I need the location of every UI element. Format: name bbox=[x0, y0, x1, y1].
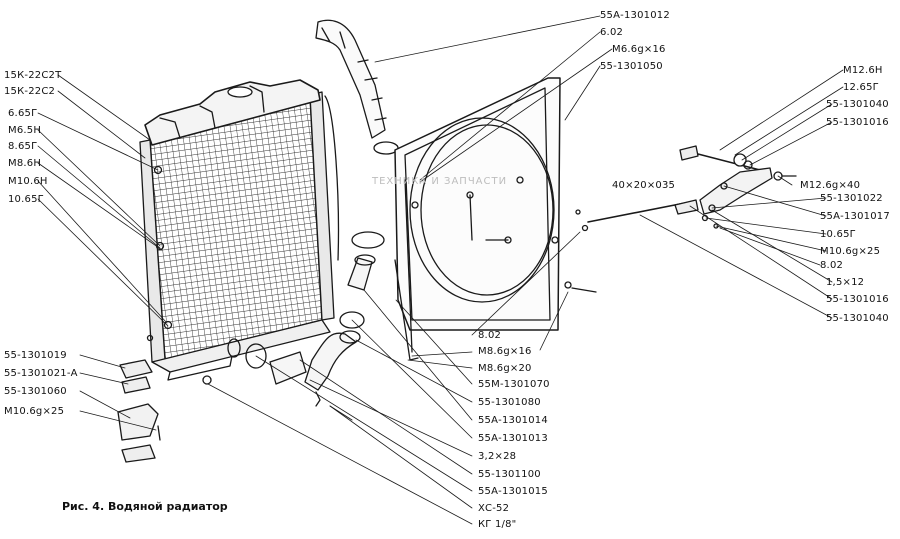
label-55a-1301013: 55А-1301013 bbox=[478, 433, 548, 444]
label-55-1301080: 55-1301080 bbox=[478, 397, 541, 408]
mount-brackets bbox=[117, 359, 161, 463]
label-55-1301019: 55-1301019 bbox=[4, 350, 67, 361]
label-40x20x035: 40×20×035 bbox=[612, 180, 676, 191]
label-m8-6n: М8.6Н bbox=[8, 158, 42, 169]
label-15k-22c2: 15К-22С2 bbox=[4, 86, 56, 97]
label-55a-1301015: 55А-1301015 bbox=[478, 486, 548, 497]
label-m10-25-left: М10.6g×25 bbox=[4, 406, 65, 417]
label-10-65g-left: 10.65Г bbox=[8, 194, 44, 205]
label-m10-6n: М10.6Н bbox=[8, 176, 48, 187]
label-m8-16-mid: М8.6g×16 bbox=[478, 346, 532, 357]
label-55-1301021-a: 55-1301021-А bbox=[4, 368, 78, 379]
label-10-65g-right: 10.65Г bbox=[820, 229, 856, 240]
label-6-02: 6.02 bbox=[600, 27, 624, 38]
label-55-1301022: 55-1301022 bbox=[820, 193, 883, 204]
label-3-2x28: 3,2×28 bbox=[478, 451, 517, 462]
label-m8-20: М8.6g×20 bbox=[478, 363, 532, 374]
label-55-1301016-bot: 55-1301016 bbox=[826, 294, 889, 305]
label-m12-40: М12.6g×40 bbox=[800, 180, 861, 191]
label-55a-1301014: 55А-1301014 bbox=[478, 415, 548, 426]
tension-rods bbox=[564, 145, 797, 293]
leader-lines bbox=[37, 15, 844, 525]
label-55a-1301017: 55А-1301017 bbox=[820, 211, 890, 222]
watermark-text: ТЕХНИКА И ЗАПЧАСТИ bbox=[372, 176, 508, 187]
label-m6-5n: М6.5Н bbox=[8, 125, 42, 136]
label-55a-1301012: 55А-1301012 bbox=[600, 10, 670, 21]
figure-caption: Рис. 4. Водяной радиатор bbox=[62, 500, 228, 513]
fan-shroud bbox=[394, 77, 561, 361]
radiator-core bbox=[139, 79, 340, 385]
label-m6-16-top: М6.6g×16 bbox=[612, 44, 666, 55]
label-8-02-mid: 8.02 bbox=[478, 330, 502, 341]
label-15k-22c2t: 15К-22С2Т bbox=[4, 70, 62, 81]
label-55m-1301070: 55М-1301070 bbox=[478, 379, 550, 390]
label-55-1301040-top: 55-1301040 bbox=[826, 99, 889, 110]
label-8-65g: 8.65Г bbox=[8, 141, 38, 152]
label-kg-1-8: КГ 1/8" bbox=[478, 519, 517, 530]
label-12-65g: 12.65Г bbox=[843, 82, 879, 93]
label-8-02-right: 8.02 bbox=[820, 260, 844, 271]
label-m10-25-right: М10.6g×25 bbox=[820, 246, 881, 257]
label-55-1301060: 55-1301060 bbox=[4, 386, 67, 397]
label-m12-6n: М12.6Н bbox=[843, 65, 883, 76]
label-6-65g: 6.65Г bbox=[8, 108, 38, 119]
label-55-1301050: 55-1301050 bbox=[600, 61, 663, 72]
label-xc-52: ХС-52 bbox=[478, 503, 510, 514]
label-1-5x12: 1,5×12 bbox=[826, 277, 865, 288]
label-55-1301016-top: 55-1301016 bbox=[826, 117, 889, 128]
label-55-1301100: 55-1301100 bbox=[478, 469, 541, 480]
label-55-1301040-bot: 55-1301040 bbox=[826, 313, 889, 324]
upper-hose bbox=[315, 19, 399, 155]
